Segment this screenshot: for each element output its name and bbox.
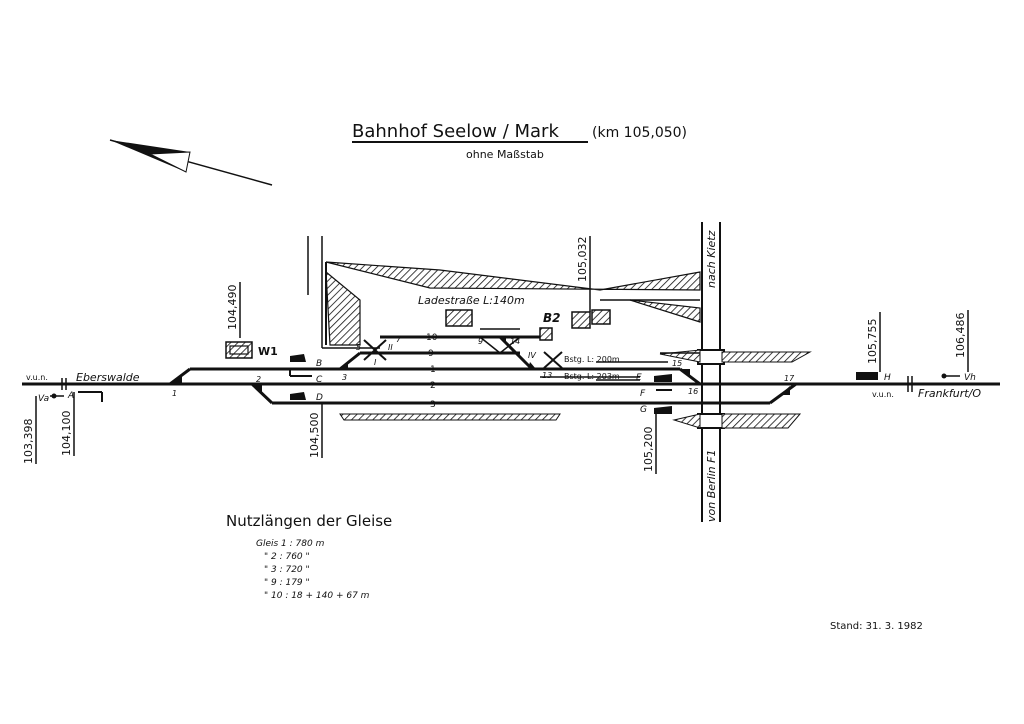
lengths-row: " 10 : 18 + 140 + 67 m: [264, 591, 370, 601]
signal-label: H: [884, 373, 891, 383]
km-mark: 106,486: [954, 313, 967, 359]
tracks: [22, 328, 1000, 405]
signal-label: B: [316, 359, 322, 369]
track-number-9: 9: [428, 349, 434, 359]
signal-label: A: [67, 391, 74, 401]
platform-3: [339, 413, 561, 421]
crossing-marks: [363, 339, 563, 369]
switch-number: 15: [672, 359, 682, 368]
km-marks: 103,398 104,100 104,490 104,500 105,032 …: [22, 236, 969, 474]
crossing-label: IV: [528, 351, 536, 360]
switch-number: 14: [510, 337, 520, 346]
km-position: (km 105,050): [592, 125, 687, 141]
building-b2-annex: [591, 309, 611, 325]
switch-number: 5: [356, 343, 361, 352]
small-building: [539, 327, 553, 341]
north-arrow-icon: [109, 139, 273, 186]
diagram-title: Bahnhof Seelow / Mark: [352, 121, 559, 142]
switch-number: 2: [256, 375, 261, 384]
switch-number: 17: [784, 374, 795, 383]
signal-shapes: [50, 354, 960, 414]
km-mark: 104,500: [308, 413, 321, 459]
platform-label-1: Bstg. L: 200m: [564, 355, 620, 364]
building-b2: [571, 311, 591, 329]
track-number-2: 2: [430, 381, 436, 391]
track-number-1: 1: [430, 365, 436, 375]
street-label: Ladestraße L:140m: [418, 294, 525, 307]
loading-road: [307, 236, 701, 349]
track-number-3: 3: [430, 400, 436, 410]
lengths-row: " 9 : 179 ": [264, 578, 310, 588]
left-vun-label: v.u.n.: [26, 373, 48, 382]
signal-label: Vh: [964, 373, 976, 383]
building-b2-label: B2: [543, 311, 561, 325]
switch-number: 7: [396, 335, 402, 344]
switch-number: 3: [342, 373, 347, 382]
switch-number: 16: [688, 387, 698, 396]
switch-number: 9: [478, 337, 483, 346]
signal-label: F: [640, 389, 646, 399]
lengths-row: " 3 : 720 ": [264, 565, 310, 575]
km-mark: 105,032: [576, 237, 589, 283]
km-mark: 105,200: [642, 427, 655, 473]
road-north-label: nach Kietz: [705, 230, 718, 288]
right-vun-label: v.u.n.: [872, 390, 894, 399]
switch-number: 1: [172, 389, 177, 398]
signal-label: Va: [38, 394, 49, 404]
lengths-row: Gleis 1 : 780 m: [256, 539, 325, 549]
km-mark: 104,490: [226, 285, 239, 331]
left-destination: Eberswalde: [76, 371, 140, 384]
road-crossing: [659, 222, 812, 522]
signal-label: E: [636, 373, 642, 383]
km-mark: 105,755: [866, 319, 879, 365]
km-mark: 104,100: [60, 411, 73, 457]
lengths-row: " 2 : 760 ": [264, 552, 310, 562]
diagram-subtitle: ohne Maßstab: [466, 148, 544, 161]
building-w1-label: W1: [258, 345, 278, 358]
km-mark: 103,398: [22, 419, 35, 465]
signal-label: D: [316, 393, 323, 403]
crossing-label: II: [388, 343, 393, 352]
goods-shed: [445, 309, 473, 327]
signal-label: G: [640, 405, 647, 415]
right-destination: Frankfurt/O: [918, 387, 981, 400]
platform-label-2: Bstg. L: 203m: [564, 372, 620, 381]
stand-date: Stand: 31. 3. 1982: [830, 621, 923, 632]
track-number-10: 10: [426, 333, 438, 343]
lengths-heading: Nutzlängen der Gleise: [226, 512, 392, 530]
crossing-label: I: [374, 358, 377, 367]
signal-label: C: [316, 375, 323, 385]
switch-number: 13: [542, 371, 552, 380]
road-south-label: von Berlin F1: [705, 450, 718, 522]
